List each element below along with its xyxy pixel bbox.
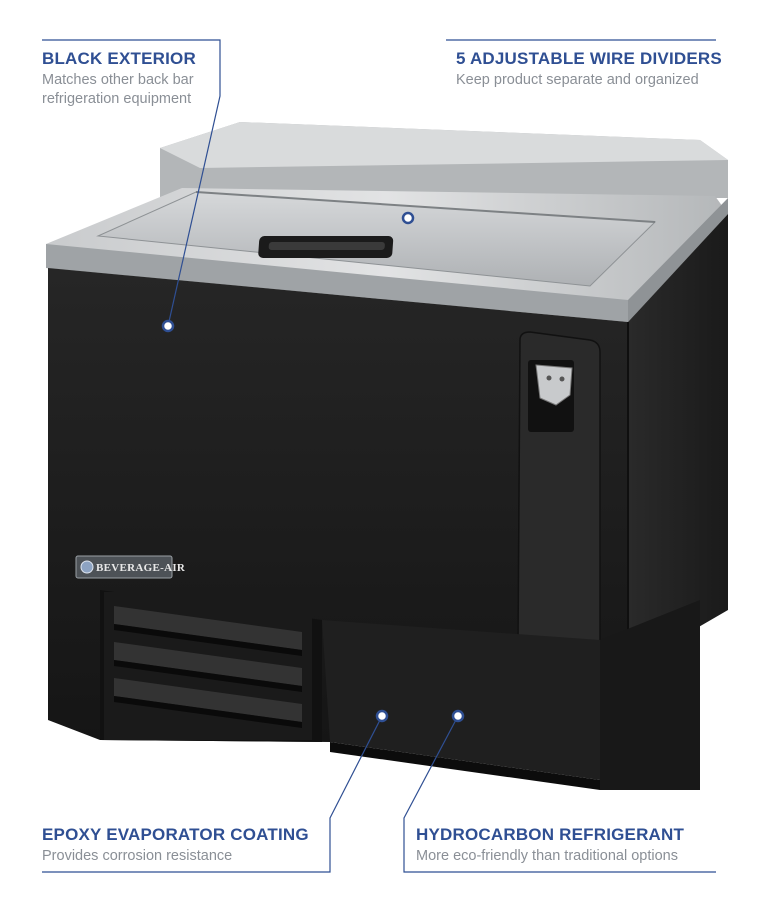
dot-hydrocarbon xyxy=(451,709,465,723)
callout-title: 5 ADJUSTABLE WIRE DIVIDERS xyxy=(456,49,722,68)
dot-black-exterior xyxy=(161,319,175,333)
leader-lines xyxy=(42,39,716,873)
leader-epoxy-coating xyxy=(42,715,383,873)
cabinet-side xyxy=(627,214,728,668)
brand-logo-icon xyxy=(80,560,94,574)
rear-backsplash xyxy=(160,122,728,198)
side-latch xyxy=(517,331,601,669)
leader-hydrocarbon xyxy=(403,715,716,873)
brand-plate: BEVERAGE-AIR xyxy=(75,555,186,579)
callout-title: EPOXY EVAPORATOR COATING xyxy=(42,825,309,844)
brand-label: BEVERAGE-AIR xyxy=(96,562,186,574)
callout-desc: Matches other back bar xyxy=(42,72,194,88)
louvered-vent xyxy=(104,592,312,740)
callout-desc: Keep product separate and organized xyxy=(456,72,699,88)
callout-title: BLACK EXTERIOR xyxy=(42,49,196,68)
callout-desc: More eco-friendly than traditional optio… xyxy=(416,848,678,864)
callout-black-exterior: BLACK EXTERIOR Matches other back bar re… xyxy=(42,49,196,109)
leader-black-exterior xyxy=(42,39,221,327)
callout-dots xyxy=(161,211,465,723)
callout-desc: Provides corrosion resistance xyxy=(42,848,233,864)
dot-epoxy-coating xyxy=(375,709,389,723)
callout-title: HYDROCARBON REFRIGERANT xyxy=(416,825,685,844)
callout-hydrocarbon: HYDROCARBON REFRIGERANT More eco-friendl… xyxy=(416,825,684,866)
callout-epoxy-coating: EPOXY EVAPORATOR COATING Provides corros… xyxy=(42,825,309,866)
callout-desc: refrigeration equipment xyxy=(42,91,192,107)
dot-wire-dividers xyxy=(401,211,415,225)
sliding-lid xyxy=(96,191,657,287)
callout-wire-dividers: 5 ADJUSTABLE WIRE DIVIDERS Keep product … xyxy=(456,49,722,90)
